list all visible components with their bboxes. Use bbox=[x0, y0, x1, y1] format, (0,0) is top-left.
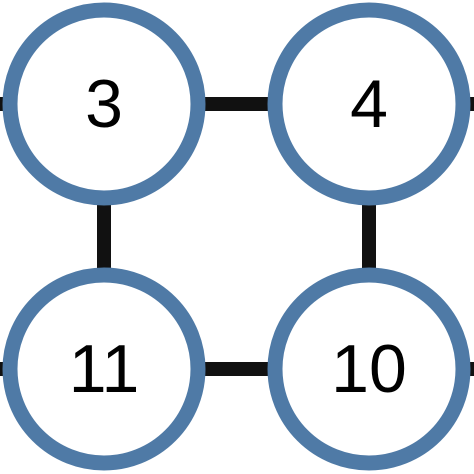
node-top-right-circle bbox=[267, 2, 471, 206]
node-top-left-label: 3 bbox=[85, 66, 123, 142]
node-bottom-left-label: 11 bbox=[69, 331, 140, 407]
node-top-left-circle bbox=[2, 2, 206, 206]
node-top-right-label: 4 bbox=[350, 66, 388, 142]
node-top-right: 4 bbox=[267, 2, 471, 206]
node-bottom-left-circle bbox=[2, 267, 206, 471]
nodes-layer: 3 4 11 10 bbox=[2, 2, 471, 471]
node-top-left: 3 bbox=[2, 2, 206, 206]
node-bottom-right-label: 10 bbox=[331, 331, 407, 407]
node-bottom-left: 11 bbox=[2, 267, 206, 471]
node-bottom-right: 10 bbox=[267, 267, 471, 471]
node-bottom-right-circle bbox=[267, 267, 471, 471]
